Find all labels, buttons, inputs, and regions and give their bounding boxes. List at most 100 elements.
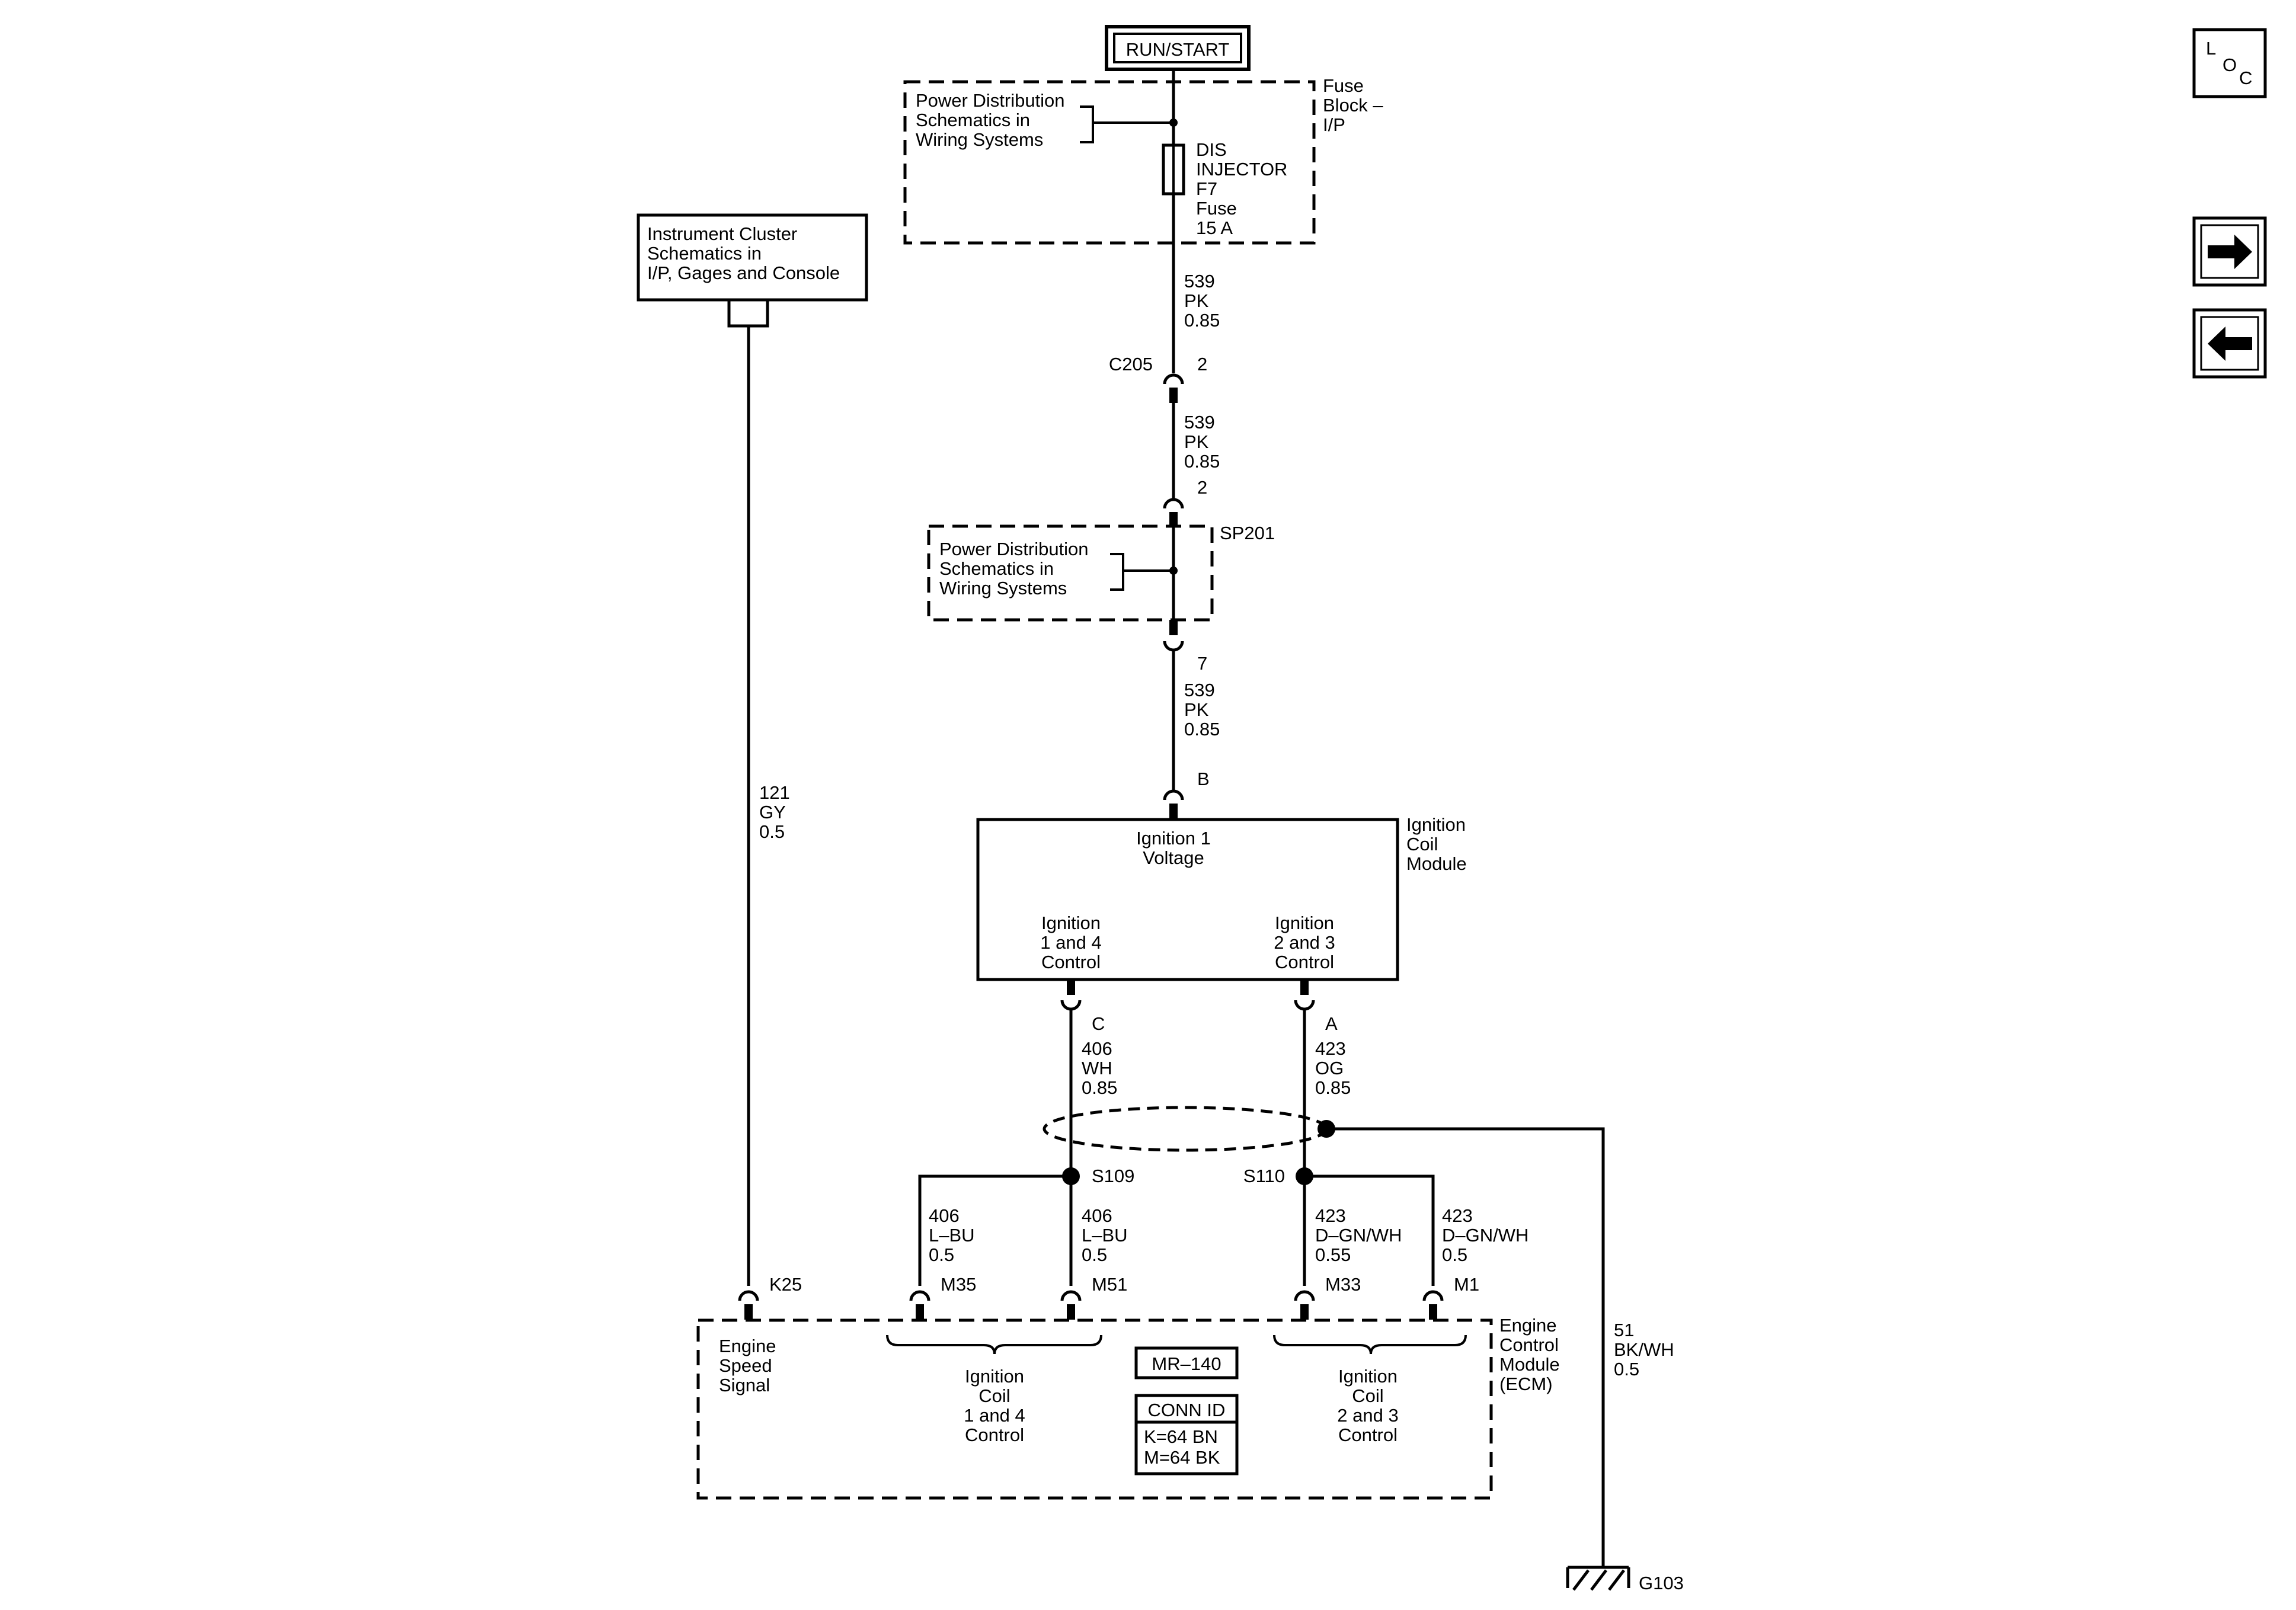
svg-text:Fuse: Fuse	[1196, 198, 1237, 219]
connector-k25	[738, 1290, 759, 1320]
svg-text:Instrument Cluster: Instrument Cluster	[647, 223, 797, 244]
ecm-mr-id-box	[1134, 1346, 1239, 1379]
svg-text:C: C	[2239, 68, 2252, 88]
sp201-pin-out: 7	[1197, 653, 1207, 674]
svg-text:539: 539	[1184, 680, 1215, 700]
power-source-box: RUN/START	[1105, 25, 1251, 71]
connector-c205-label: C205	[1109, 354, 1153, 375]
svg-text:INJECTOR: INJECTOR	[1196, 159, 1287, 180]
icm-ctrl-14-label: Ignition 1 and 4 Control	[1040, 913, 1101, 972]
connector-m51	[1060, 1290, 1082, 1320]
next-arrow-icon	[2208, 235, 2252, 269]
svg-text:Control: Control	[1338, 1425, 1398, 1445]
svg-text:Ignition: Ignition	[1338, 1366, 1398, 1387]
svg-text:Control: Control	[1499, 1334, 1559, 1355]
svg-text:0.85: 0.85	[1315, 1077, 1351, 1098]
svg-text:423: 423	[1315, 1205, 1346, 1226]
fuse-block-label: Fuse Block – I/P	[1323, 75, 1383, 135]
next-page-button[interactable]	[2192, 216, 2267, 287]
svg-text:2 and 3: 2 and 3	[1274, 932, 1335, 953]
svg-text:1 and 4: 1 and 4	[964, 1405, 1025, 1426]
svg-text:Engine: Engine	[1499, 1315, 1557, 1336]
sp201-ref-bracket	[1110, 553, 1173, 591]
svg-text:Wiring Systems: Wiring Systems	[916, 129, 1043, 150]
svg-text:Signal: Signal	[719, 1375, 770, 1395]
svg-text:539: 539	[1184, 412, 1215, 433]
svg-text:L–BU: L–BU	[1082, 1225, 1128, 1246]
wire-423-m1	[1304, 1174, 1435, 1286]
ecm-coil-14-label: Ignition Coil 1 and 4 Control	[964, 1366, 1025, 1445]
connector-sp201-in	[1163, 498, 1184, 527]
connector-icm-c	[1060, 980, 1082, 1011]
instrument-cluster-connector	[727, 300, 769, 328]
svg-text:Ignition: Ignition	[1041, 913, 1101, 933]
svg-text:121: 121	[759, 782, 790, 803]
svg-text:Voltage: Voltage	[1143, 847, 1204, 868]
power-source-label: RUN/START	[1126, 39, 1230, 60]
splice-s109-label: S109	[1092, 1166, 1134, 1186]
ground-g103-icon	[1566, 1566, 1630, 1591]
connector-m35	[909, 1290, 930, 1320]
svg-text:Module: Module	[1499, 1354, 1560, 1375]
connector-m51-label: M51	[1092, 1274, 1127, 1295]
ecm-mr-id: MR–140	[1152, 1353, 1221, 1374]
svg-text:O: O	[2223, 55, 2237, 75]
fuse-ref-bracket	[1080, 105, 1173, 143]
svg-text:Control: Control	[1041, 952, 1101, 972]
loc-button[interactable]: L O C	[2192, 28, 2267, 98]
connector-c205	[1163, 373, 1184, 403]
svg-text:PK: PK	[1184, 431, 1209, 452]
fuse-f7-label: DIS INJECTOR F7 Fuse 15 A	[1196, 139, 1287, 238]
svg-text:GY: GY	[759, 802, 786, 822]
svg-text:423: 423	[1315, 1038, 1346, 1059]
wire-423-main-label: 423 OG 0.85	[1315, 1038, 1351, 1098]
ecm-coil-14-brace	[886, 1334, 1102, 1355]
twisted-pair-shield	[1043, 1106, 1328, 1152]
connector-m1	[1422, 1290, 1444, 1320]
connector-m33-label: M33	[1325, 1274, 1361, 1295]
svg-text:Control: Control	[965, 1425, 1024, 1445]
svg-text:F7: F7	[1196, 178, 1217, 199]
connector-k25-label: K25	[769, 1274, 802, 1295]
svg-text:Coil: Coil	[1352, 1385, 1383, 1406]
ignition-coil-module-box	[976, 818, 1399, 981]
svg-text:0.5: 0.5	[759, 821, 785, 842]
svg-text:Power Distribution: Power Distribution	[939, 539, 1089, 559]
svg-text:WH: WH	[1082, 1058, 1112, 1078]
icm-ctrl-23-label: Ignition 2 and 3 Control	[1274, 913, 1335, 972]
wire-406-m51-label: 406 L–BU 0.5	[1082, 1205, 1128, 1265]
wire-539-c-label: 539 PK 0.85	[1184, 680, 1220, 740]
fuse-block-boundary	[903, 80, 1316, 245]
connector-m33	[1294, 1290, 1315, 1320]
wire-539-a-label: 539 PK 0.85	[1184, 271, 1220, 331]
prev-page-button[interactable]	[2192, 308, 2267, 379]
svg-text:0.5: 0.5	[1614, 1359, 1639, 1379]
splice-pack-ref: Power Distribution Schematics in Wiring …	[939, 539, 1089, 598]
svg-text:Engine: Engine	[719, 1336, 776, 1356]
svg-text:Ignition: Ignition	[1406, 814, 1466, 835]
prev-arrow-icon	[2208, 327, 2252, 361]
wire-121-label: 121 GY 0.5	[759, 782, 790, 842]
splice-s110-label: S110	[1243, 1166, 1285, 1186]
wire-51-drain	[1326, 1127, 1605, 1567]
svg-text:15 A: 15 A	[1196, 217, 1233, 238]
svg-text:Ignition: Ignition	[1275, 913, 1334, 933]
svg-text:51: 51	[1614, 1320, 1634, 1340]
connector-sp201-out	[1163, 620, 1184, 652]
wire-406-m35	[918, 1174, 1071, 1286]
svg-text:Fuse: Fuse	[1323, 75, 1364, 96]
svg-text:539: 539	[1184, 271, 1215, 292]
svg-text:OG: OG	[1315, 1058, 1344, 1078]
svg-text:0.55: 0.55	[1315, 1244, 1351, 1265]
ecm-boundary	[696, 1318, 1493, 1500]
ecm-coil-23-label: Ignition Coil 2 and 3 Control	[1337, 1366, 1398, 1445]
svg-text:423: 423	[1442, 1205, 1473, 1226]
svg-text:406: 406	[1082, 1038, 1112, 1059]
svg-text:2 and 3: 2 and 3	[1337, 1405, 1398, 1426]
connector-icm-a	[1294, 980, 1315, 1011]
wire-406-main-label: 406 WH 0.85	[1082, 1038, 1117, 1098]
svg-text:Wiring Systems: Wiring Systems	[939, 578, 1067, 598]
svg-text:Power Distribution: Power Distribution	[916, 90, 1065, 111]
loc-icon: L	[2206, 38, 2216, 59]
icm-voltage-pin-label: Ignition 1 Voltage	[1136, 828, 1211, 868]
